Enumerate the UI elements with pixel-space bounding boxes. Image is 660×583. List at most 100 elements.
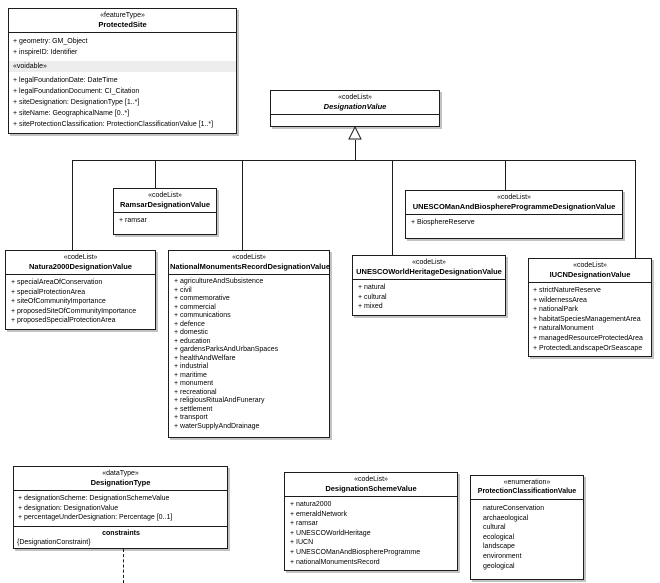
- attribute-row: + legalFoundationDocument: CI_Citation: [13, 88, 140, 95]
- class-designation-scheme-value: «codeList» DesignationSchemeValue + natu…: [284, 472, 458, 572]
- attributes-compartment: + agricultureAndSubsistence + civil + co…: [169, 275, 329, 437]
- attribute-row: + percentageUnderDesignation: Percentage…: [18, 514, 173, 522]
- class-header: «codeList» RamsarDesignationValue: [114, 189, 216, 213]
- class-header: «enumeration» ProtectionClassificationVa…: [471, 476, 583, 500]
- enum-literal-row: ecological: [483, 533, 515, 541]
- class-stereotype: «codeList»: [573, 262, 607, 269]
- literals-compartment: natureConservation archaeological cultur…: [471, 500, 583, 579]
- enum-literal-row: cultural: [483, 524, 506, 532]
- class-designation-type: «dataType» DesignationType + designation…: [13, 466, 228, 549]
- attribute-row: + settlement: [174, 405, 213, 413]
- attribute-row: + monument: [174, 380, 214, 387]
- class-header: «codeList» DesignationSchemeValue: [285, 473, 457, 497]
- attribute-row: + natura2000: [290, 501, 332, 508]
- generalization-branch-unesco-mab: [505, 160, 506, 190]
- generalization-bus-line: [72, 160, 635, 161]
- voidable-attributes-compartment: + legalFoundationDate: DateTime + legalF…: [9, 72, 236, 133]
- attribute-row: + geometry: GM_Object: [13, 38, 88, 45]
- attribute-row: + natural: [358, 284, 386, 291]
- generalization-branch-nmr: [242, 160, 243, 250]
- attributes-compartment: + designationScheme: DesignationSchemeVa…: [14, 491, 227, 526]
- attributes-compartment: + strictNatureReserve + wildernessArea +…: [529, 283, 651, 356]
- attributes-compartment: + BiosphereReserve: [406, 215, 622, 238]
- attribute-row: + proposedSiteOfCommunityImportance: [11, 307, 137, 315]
- class-name: ProtectedSite: [98, 20, 147, 29]
- class-name: ProtectionClassificationValue: [477, 488, 577, 495]
- attribute-row: + civil: [174, 286, 192, 294]
- class-header: «codeList» IUCNDesignationValue: [529, 259, 651, 283]
- constraint-text: {DesignationConstraint}: [17, 538, 91, 546]
- attributes-compartment: + natura2000 + emeraldNetwork + ramsar +…: [285, 497, 457, 570]
- generalization-branch-iucn: [635, 160, 636, 258]
- attribute-row: + commemorative: [174, 295, 230, 302]
- attributes-compartment: + geometry: GM_Object + inspireID: Ident…: [9, 33, 236, 61]
- class-stereotype: «codeList»: [338, 94, 372, 101]
- attribute-row: + communications: [174, 312, 231, 319]
- attribute-row: + emeraldNetwork: [290, 510, 347, 518]
- attribute-row: + industrial: [174, 363, 209, 370]
- attribute-row: + defence: [174, 320, 205, 328]
- attribute-row: + ProtectedLandscapeOrSeascape: [533, 344, 643, 352]
- class-stereotype: «codeList»: [354, 476, 388, 483]
- attribute-row: + nationalMonumentsRecord: [290, 558, 380, 566]
- attribute-row: + education: [174, 337, 211, 345]
- class-national-monuments-record-designation-value: «codeList» NationalMonumentsRecordDesign…: [168, 250, 330, 438]
- class-name: NationalMonumentsRecordDesignationValue: [170, 262, 331, 271]
- class-name: DesignationType: [90, 478, 151, 487]
- attribute-row: + recreational: [174, 388, 217, 396]
- class-header: «codeList» Natura2000DesignationValue: [6, 251, 155, 275]
- enum-literal-row: natureConservation: [483, 505, 545, 512]
- attribute-row: + UNESCOManAndBiosphereProgramme: [290, 548, 421, 556]
- attribute-row: + inspireID: Identifier: [13, 49, 78, 56]
- class-name: DesignationSchemeValue: [325, 484, 417, 493]
- class-name: RamsarDesignationValue: [119, 200, 211, 209]
- attribute-row: + strictNatureReserve: [533, 287, 601, 294]
- class-name: UNESCOManAndBiosphereProgrammeDesignatio…: [412, 202, 616, 211]
- attribute-row: + specialProtectionArea: [11, 288, 86, 296]
- attribute-row: + naturalMonument: [533, 325, 594, 333]
- attribute-row: + mixed: [358, 303, 383, 311]
- attribute-row: + designationScheme: DesignationSchemeVa…: [18, 495, 170, 502]
- attributes-compartment: + specialAreaOfConservation + specialPro…: [6, 275, 155, 329]
- attribute-row: + IUCN: [290, 539, 314, 547]
- attribute-row: + maritime: [174, 371, 207, 379]
- attribute-row: + commercial: [174, 303, 216, 311]
- voidable-band: «voidable»: [9, 61, 236, 72]
- attributes-compartment: + ramsar: [114, 213, 216, 234]
- attribute-row: + gardensParksAndUrbanSpaces: [174, 346, 279, 353]
- attribute-row: + proposedSpecialProtectionArea: [11, 317, 116, 325]
- generalization-branch-ramsar: [155, 160, 156, 188]
- attribute-row: + BiosphereReserve: [411, 219, 475, 226]
- attribute-row: + religiousRitualAndFunerary: [174, 397, 265, 404]
- class-stereotype: «codeList»: [497, 194, 531, 201]
- class-stereotype: «enumeration»: [503, 479, 551, 486]
- class-ramsar-designation-value: «codeList» RamsarDesignationValue + rams…: [113, 188, 217, 235]
- class-name: UNESCOWorldHeritageDesignationValue: [356, 267, 502, 276]
- class-header: «featureType» ProtectedSite: [9, 9, 236, 33]
- class-unesco-mab-designation-value: «codeList» UNESCOManAndBiosphereProgramm…: [405, 190, 623, 239]
- class-stereotype: «featureType»: [100, 12, 145, 19]
- class-unesco-world-heritage-designation-value: «codeList» UNESCOWorldHeritageDesignatio…: [352, 255, 506, 316]
- attribute-row: + cultural: [358, 293, 387, 301]
- generalization-branch-unesco-wh: [392, 160, 393, 255]
- generalization-arrow-icon: [348, 126, 362, 140]
- class-header: «codeList» UNESCOManAndBiosphereProgramm…: [406, 191, 622, 215]
- constraints-label: constraints: [102, 529, 140, 537]
- class-natura2000-designation-value: «codeList» Natura2000DesignationValue + …: [5, 250, 156, 330]
- empty-compartment: [271, 115, 439, 125]
- attribute-row: + siteName: GeographicalName [0..*]: [13, 110, 130, 117]
- class-header: «dataType» DesignationType: [14, 467, 227, 491]
- class-header: «codeList» NationalMonumentsRecordDesign…: [169, 251, 331, 275]
- constraints-compartment: constraints {DesignationConstraint}: [14, 525, 227, 550]
- class-stereotype: «codeList»: [63, 254, 98, 261]
- class-stereotype: «codeList»: [412, 259, 446, 266]
- attribute-row: + agricultureAndSubsistence: [174, 278, 264, 285]
- class-name: Natura2000DesignationValue: [29, 262, 132, 271]
- attributes-compartment: + natural + cultural + mixed: [353, 280, 505, 315]
- attribute-row: + designation: DesignationValue: [18, 504, 119, 512]
- enum-literal-row: landscape: [483, 543, 515, 551]
- class-designation-value: «codeList» DesignationValue: [270, 90, 440, 127]
- class-header: «codeList» DesignationValue: [271, 91, 439, 115]
- class-iucn-designation-value: «codeList» IUCNDesignationValue + strict…: [528, 258, 652, 358]
